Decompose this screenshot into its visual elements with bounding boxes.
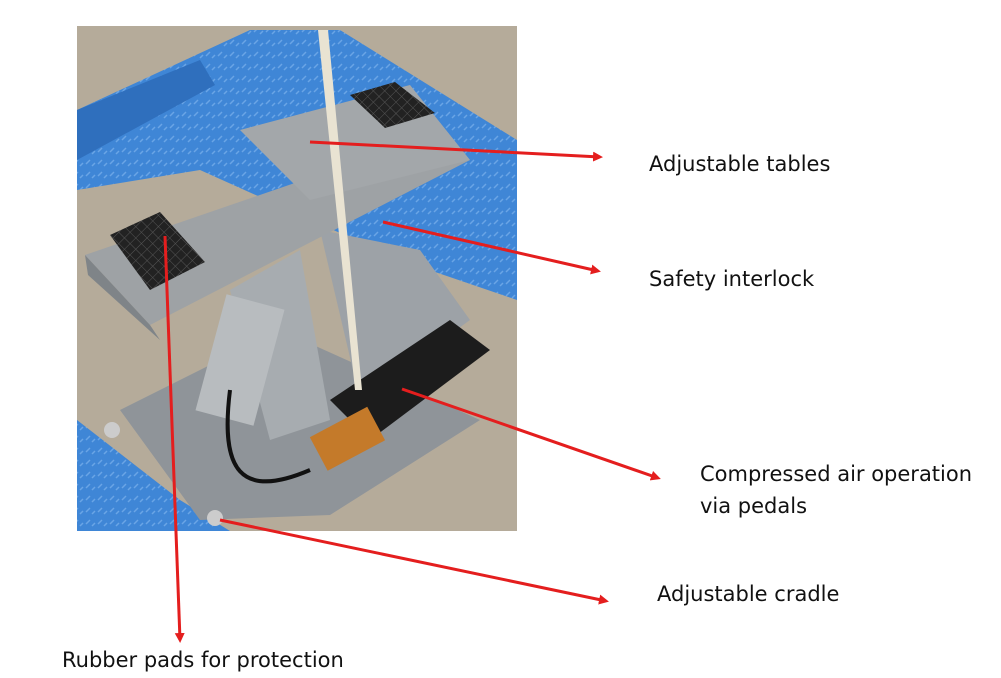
arrow-cradle [219,518,609,605]
callout-arrows [163,140,661,643]
arrow-pads [163,235,185,643]
lift-photo [77,26,517,531]
arrow-air [401,387,661,481]
arrow-tables [309,140,603,162]
label-adjustable-tables: Adjustable tables [649,152,831,176]
label-adjustable-cradle: Adjustable cradle [657,582,840,606]
label-compressed-air-line2: via pedals [700,494,808,518]
arrow-interlock [382,220,601,275]
label-compressed-air: Compressed air operation via pedals [700,458,972,522]
label-rubber-pads: Rubber pads for protection [62,648,344,672]
label-compressed-air-line1: Compressed air operation [700,462,973,486]
label-safety-interlock: Safety interlock [649,267,815,291]
